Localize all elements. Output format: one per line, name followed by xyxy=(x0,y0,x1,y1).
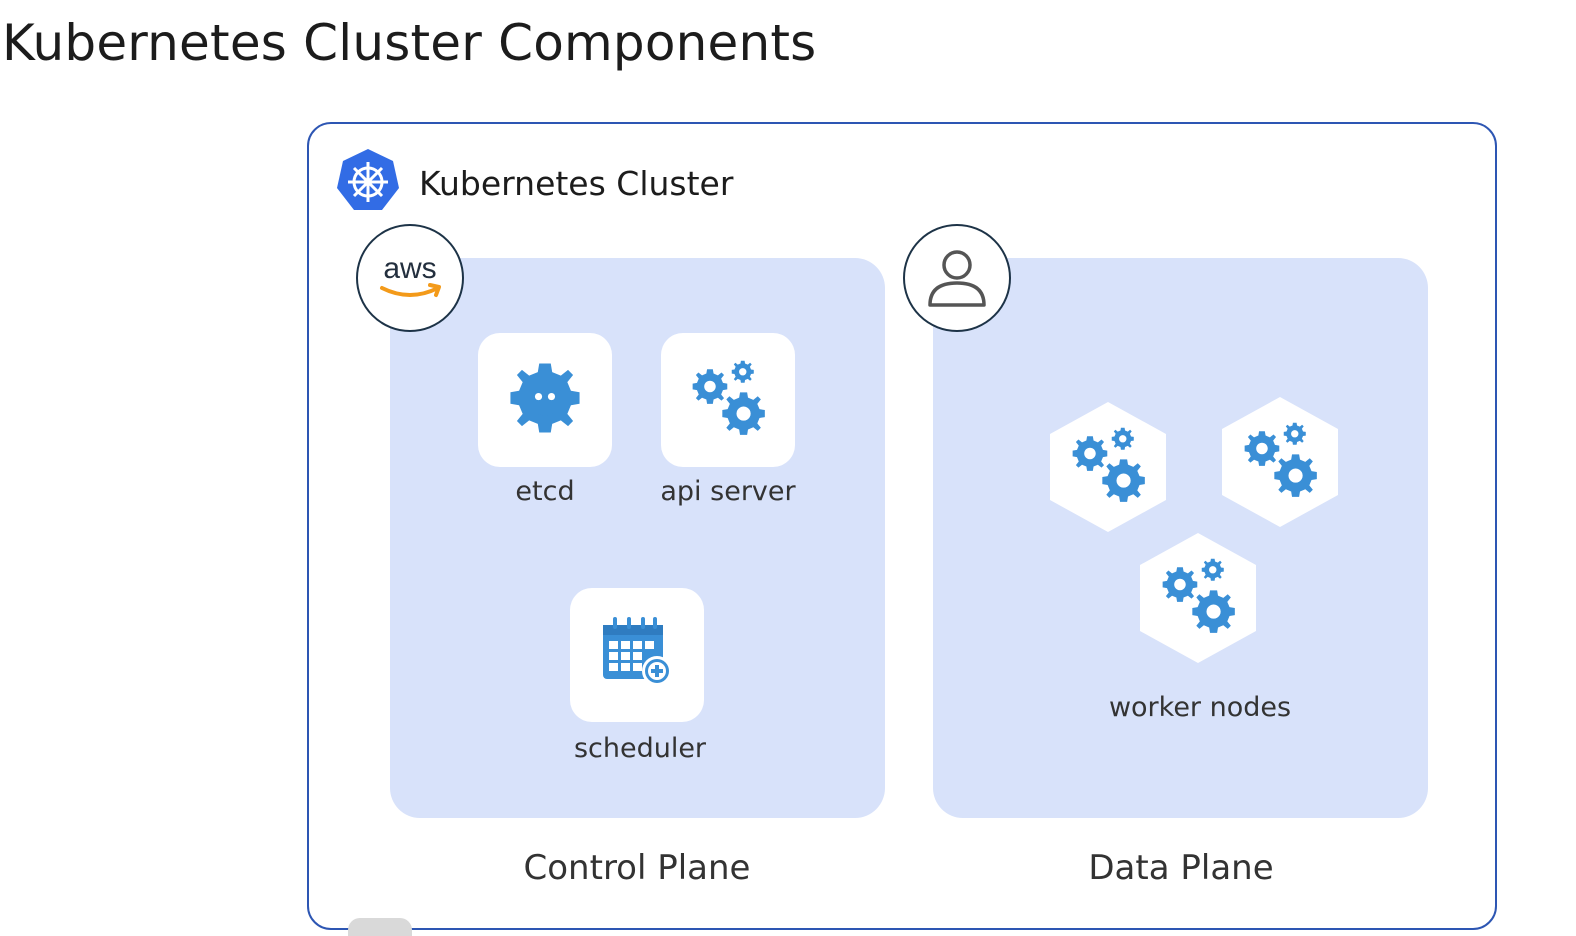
user-icon xyxy=(903,224,1011,332)
control-plane-panel xyxy=(390,258,885,818)
data-plane-panel xyxy=(933,258,1428,818)
aws-logo-icon: aws xyxy=(356,224,464,332)
api-server-label: api server xyxy=(660,476,796,507)
worker-node-hex xyxy=(1139,533,1257,663)
data-plane-label: Data Plane xyxy=(1088,848,1274,888)
gears-icon xyxy=(1157,555,1239,641)
worker-nodes-label: worker nodes xyxy=(1108,692,1292,723)
etcd-label: etcd xyxy=(515,476,575,507)
gears-icon xyxy=(1239,419,1321,505)
scheduler-label: scheduler xyxy=(573,733,707,764)
worker-node-hex xyxy=(1049,402,1167,532)
gears-icon xyxy=(687,357,769,443)
calendar-add-icon xyxy=(599,615,675,695)
kubernetes-helm-icon xyxy=(335,148,401,218)
cluster-title: Kubernetes Cluster xyxy=(419,163,734,203)
etcd-icon xyxy=(509,362,581,438)
page-title: Kubernetes Cluster Components xyxy=(2,14,817,72)
control-plane-label: Control Plane xyxy=(523,848,751,888)
api-server-tile xyxy=(661,333,795,467)
cluster-header: Kubernetes Cluster xyxy=(335,148,734,218)
partial-tab-edge xyxy=(348,918,412,936)
aws-logo-text: aws xyxy=(383,252,436,285)
gears-icon xyxy=(1067,424,1149,510)
etcd-tile xyxy=(478,333,612,467)
worker-node-hex xyxy=(1221,397,1339,527)
scheduler-tile xyxy=(570,588,704,722)
